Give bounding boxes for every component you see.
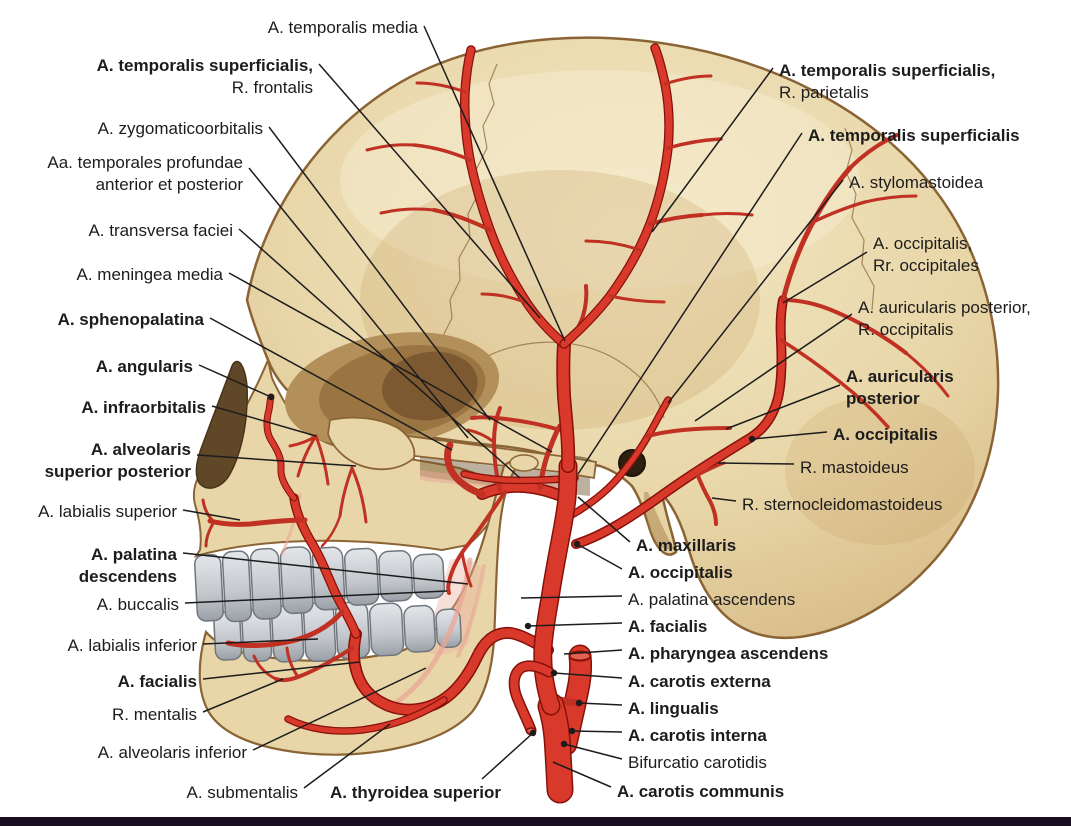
leader-dot-angularis — [267, 393, 275, 401]
leader-line-occipitalis-right — [751, 431, 828, 440]
leader-lines — [182, 25, 868, 789]
buccal-artery — [446, 490, 507, 595]
leader-line-labialis-inferior — [202, 638, 319, 645]
bottom-bar — [0, 817, 1071, 826]
leader-line-temporalis-media — [423, 25, 566, 342]
leader-line-buccalis — [184, 590, 448, 604]
inferior-labial-artery — [225, 609, 345, 648]
leader-dot-thyroidea-superior — [529, 729, 537, 737]
middle-meningeal-artery — [537, 423, 563, 491]
leader-line-bifurcatio-carotidis — [563, 743, 623, 760]
leader-line-palatina-ascendens — [520, 595, 623, 599]
leader-line-temporalis-superficialis-r-parietalis — [651, 67, 774, 233]
leader-line-mentalis — [202, 678, 284, 713]
leader-line-sphenopalatina — [209, 317, 453, 451]
leader-line-stylomastoidea — [667, 179, 844, 404]
leader-dot-occipitalis-lower — [573, 540, 581, 548]
leader-line-temporales-profundae — [248, 167, 469, 439]
leader-line-carotis-communis — [552, 761, 612, 788]
leader-line-temporalis-superficialis-r-frontalis — [318, 63, 541, 319]
leader-dot-carotis-externa — [550, 669, 558, 677]
leader-line-thyroidea-superior — [481, 732, 534, 780]
leader-line-auricularis-posterior — [725, 384, 841, 430]
superior-labial-artery — [207, 517, 308, 527]
lambdoid-suture — [844, 127, 875, 311]
sternocleidomastoid-branch — [696, 474, 718, 526]
superficial-temporal-artery — [563, 344, 568, 466]
leader-dot-occipitalis-right — [748, 435, 756, 443]
leader-line-palatina-descendens — [182, 552, 469, 585]
leader-dot-carotis-interna — [568, 727, 576, 735]
leader-line-transversa-faciei — [238, 228, 521, 479]
leader-line-maxillaris — [577, 496, 631, 543]
leader-dot-lingualis — [575, 699, 583, 707]
leader-dot-facialis-right — [524, 622, 532, 630]
leader-line-labialis-superior — [182, 509, 241, 521]
leader-dot-bifurcatio-carotidis — [560, 740, 568, 748]
leader-line-temporalis-superficialis — [577, 132, 803, 475]
leader-line-pharyngea-ascendens — [563, 649, 623, 655]
leader-line-alveolaris-inferior — [252, 667, 427, 751]
leader-line-occipitalis-lower — [576, 543, 623, 570]
squamosal-suture — [479, 341, 665, 419]
leader-line-carotis-externa — [553, 672, 623, 679]
leader-line-facialis-right — [527, 622, 623, 627]
leader-line-infraorbitalis — [211, 405, 317, 437]
leader-line-sternocleidomastoideus — [711, 497, 737, 502]
leader-line-zygomaticoorbitalis — [268, 126, 491, 421]
coronal-suture — [442, 63, 498, 337]
leader-line-submentalis — [303, 723, 391, 789]
leader-line-lingualis — [578, 702, 623, 706]
leader-line-alveolaris-superior-posterior — [196, 454, 357, 467]
leader-line-occipitalis-rr-occipitales — [782, 251, 868, 304]
leader-line-carotis-interna — [571, 730, 623, 733]
leader-line-auricularis-posterior-r-occipitalis — [694, 313, 853, 422]
leader-line-meningea-media — [228, 272, 553, 453]
teeth-upper — [193, 546, 446, 623]
leader-line-mastoideus — [717, 462, 795, 465]
leader-line-facialis-left — [202, 661, 361, 680]
cheekbone — [327, 416, 416, 471]
leader-line-angularis — [198, 364, 272, 398]
